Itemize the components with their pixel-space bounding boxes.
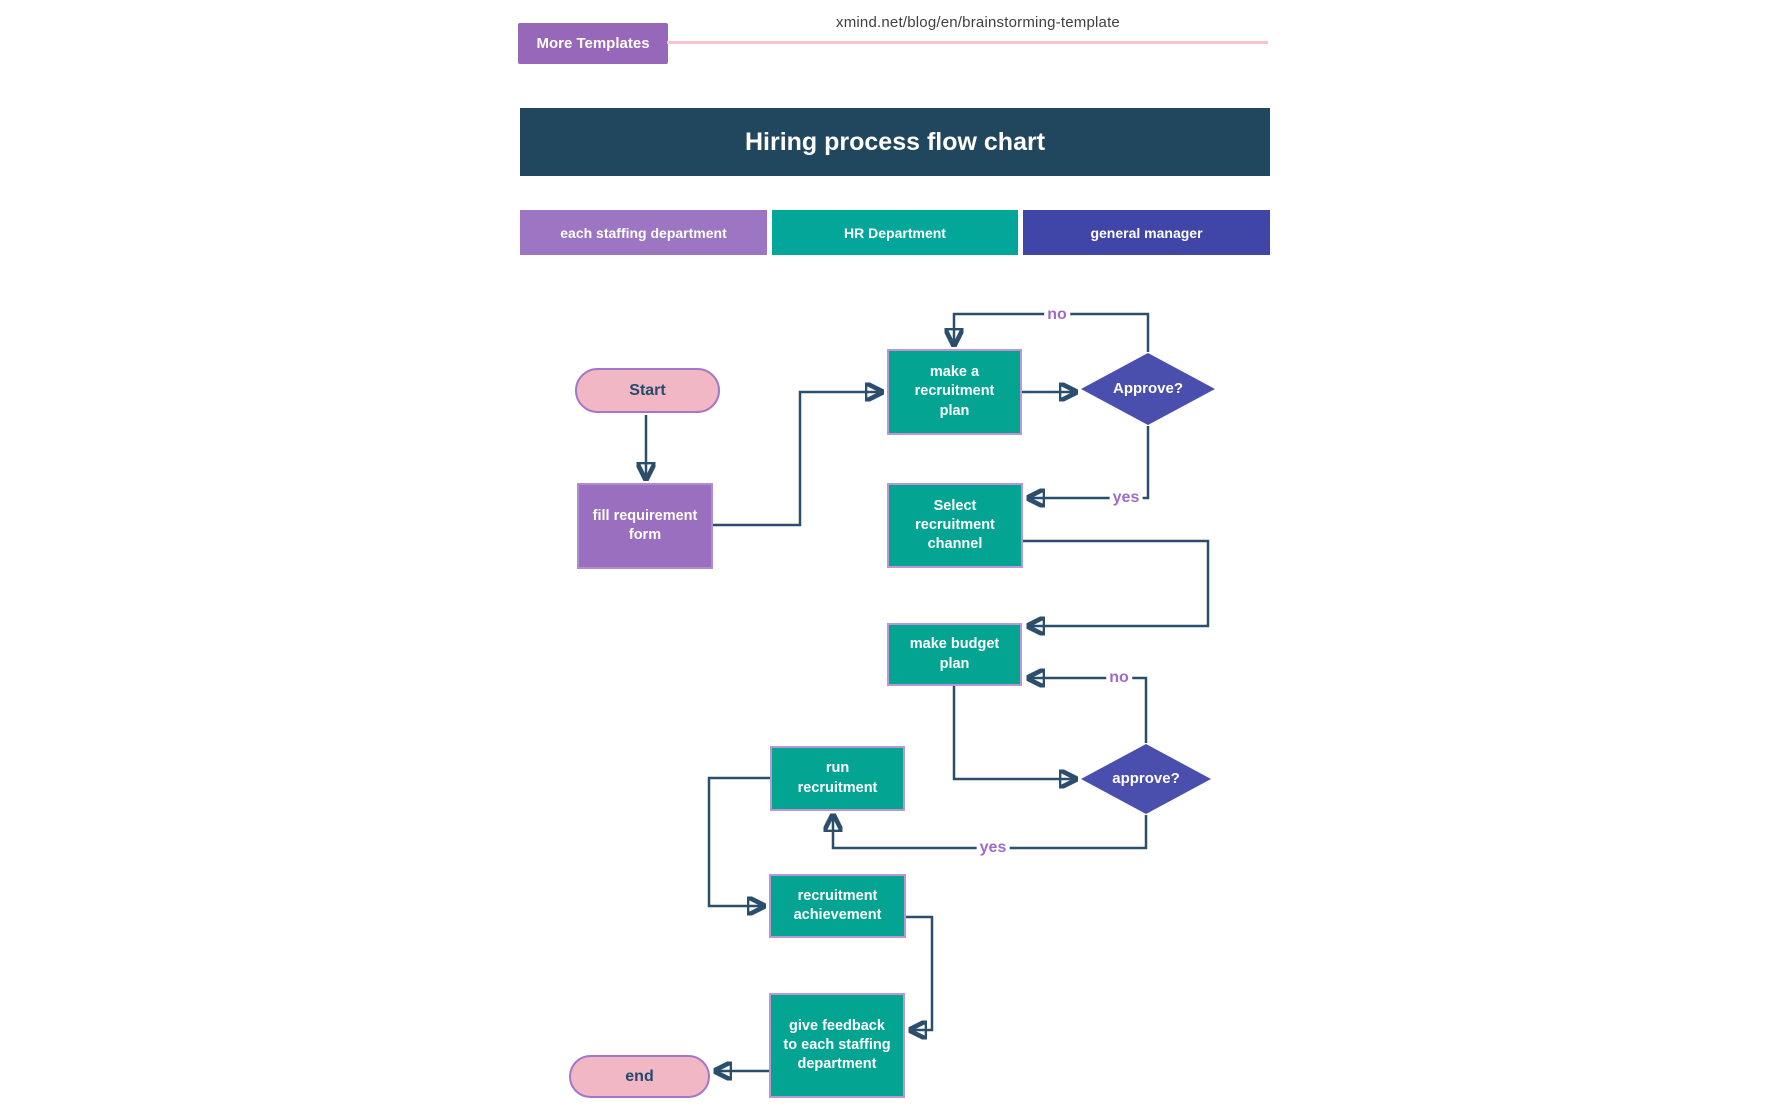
edge-label-approve2-no: no	[1106, 670, 1132, 686]
node-fill-requirement-form: fill requirement form	[577, 483, 713, 569]
node-approve-decision-2: approve?	[1081, 744, 1211, 814]
node-make-recruitment-plan: make a recruitment plan	[887, 349, 1022, 435]
node-make-budget-plan: make budget plan	[887, 623, 1022, 686]
node-recruitment-achievement: recruitment achievement	[769, 874, 906, 938]
edge-approve1-yes-to-channel	[1030, 426, 1150, 498]
node-give-feedback: give feedback to each staffing departmen…	[769, 993, 905, 1098]
accent-line	[667, 41, 1268, 44]
lane-header-each-staffing-department: each staffing department	[520, 210, 767, 255]
edge-fill-form-to-make-plan	[713, 392, 880, 527]
more-templates-button[interactable]: More Templates	[518, 23, 668, 64]
edge-label-approve1-no: no	[1044, 307, 1070, 323]
edge-budget-to-approve2	[952, 686, 1074, 779]
node-select-recruitment-channel: Select recruitment channel	[887, 483, 1023, 568]
node-start: Start	[575, 368, 720, 413]
page-title: Hiring process flow chart	[520, 108, 1270, 176]
lane-header-hr-department: HR Department	[772, 210, 1018, 255]
edge-achievement-to-feedback	[906, 915, 934, 1030]
node-approve-decision-1: Approve?	[1081, 353, 1215, 425]
edge-label-approve1-yes: yes	[1109, 490, 1143, 506]
edge-label-approve2-yes: yes	[976, 840, 1010, 856]
source-url-text: xmind.net/blog/en/brainstorming-template	[836, 14, 1120, 31]
node-end: end	[569, 1055, 710, 1098]
edge-channel-to-budget	[1023, 539, 1210, 626]
edge-approve2-no-loop	[1030, 678, 1148, 743]
node-run-recruitment: run recruitment	[770, 746, 905, 811]
edge-run-to-achievement	[707, 776, 770, 906]
lane-header-general-manager: general manager	[1023, 210, 1270, 255]
